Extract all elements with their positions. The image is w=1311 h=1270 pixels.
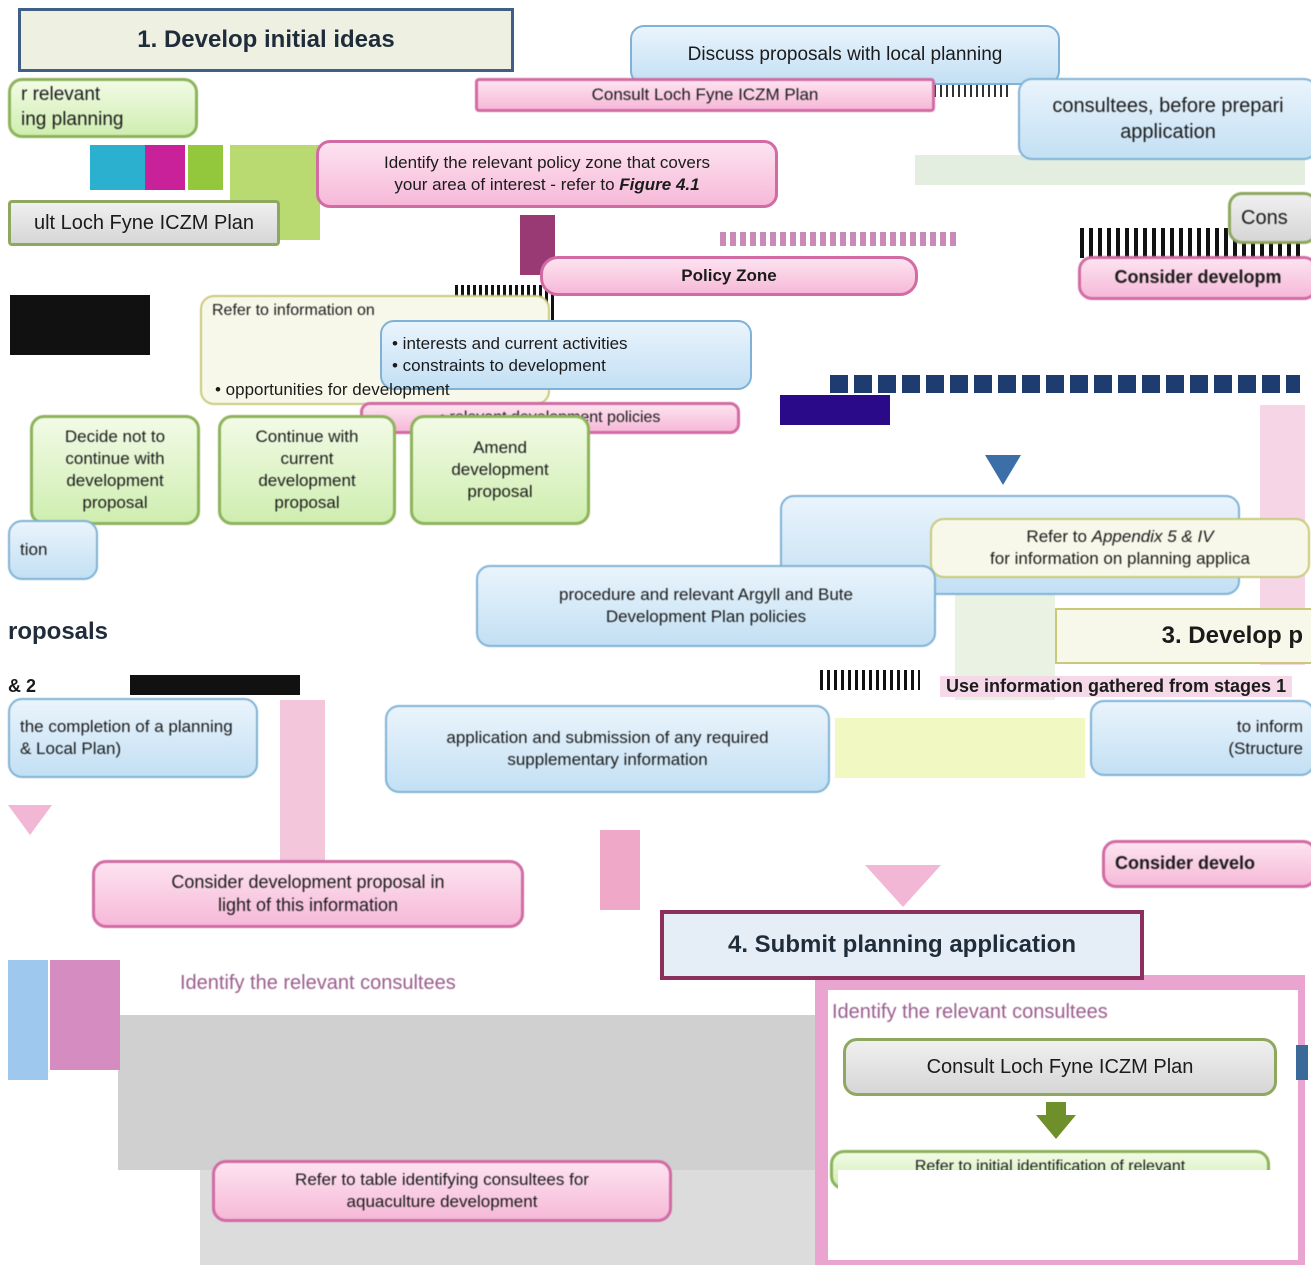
figure-reference: Figure 4.1 (619, 175, 700, 194)
policy-zone-box: Policy Zone (540, 256, 918, 296)
glitch-block (600, 830, 640, 910)
consider-light-line2: light of this information (217, 895, 399, 915)
identify-policy-zone-line1: Identify the relevant policy zone that c… (383, 152, 710, 172)
glitch-block (130, 675, 300, 695)
identify-consultees-header-right: Identify the relevant consultees (832, 1001, 1108, 1023)
stage-1-header: 1. Develop initial ideas (18, 8, 514, 72)
completion-text: the completion of a planning (20, 716, 233, 736)
discuss-proposals-box: Discuss proposals with local planning (630, 25, 1060, 85)
consider-dev-right-text: Consider developm (1114, 267, 1282, 288)
policy-zone-text: Policy Zone (681, 265, 777, 285)
consult-iczm-top-text: Consult Loch Fyne ICZM Plan (591, 84, 819, 104)
stage-2-header-fragment: roposals (8, 618, 109, 645)
consider-dev-bottom-text: Consider develo (1115, 853, 1256, 874)
application-submission-line1: application and submission of any requir… (446, 727, 769, 747)
relevant-fragment-box: r relevant ing planning (8, 78, 198, 138)
bullets-box: • interests and current activities • con… (380, 320, 752, 390)
glitch-stripes (720, 232, 960, 246)
down-arrow-icon (985, 455, 1021, 485)
procedure-line2: Development Plan policies (605, 607, 807, 626)
completion-box: the completion of a planning & Local Pla… (8, 698, 258, 778)
glitch-block (8, 960, 48, 1080)
refer-table-line2: aquaculture development (346, 1192, 538, 1211)
refer-appendix-line1-text: Refer to (1026, 526, 1087, 546)
to-inform-box: to inform (Structure (1090, 700, 1311, 776)
decision-not-continue-box: Decide not to continue with development … (30, 415, 200, 525)
decision-continue-box: Continue with current development propos… (218, 415, 396, 525)
consultees-top-box: consultees, before prepari application (1018, 78, 1311, 160)
down-arrow-icon (8, 805, 52, 835)
consider-light-line1: Consider development proposal in (171, 871, 445, 892)
decision-amend-box: Amend development proposal (410, 415, 590, 525)
stages-12-text: & 2 (8, 676, 37, 696)
refer-appendix-text-box: Refer to Appendix 5 & IV for information… (930, 518, 1310, 578)
structure-text: (Structure (1228, 739, 1303, 758)
bullet-constraints: • constraints to development (392, 356, 606, 375)
consult-iczm-bottom-box: Consult Loch Fyne ICZM Plan (843, 1038, 1277, 1096)
refer-table-box: Refer to table identifying consultees fo… (212, 1160, 672, 1222)
ing-planning-text: ing planning (21, 109, 124, 130)
consult-iczm-left-text: ult Loch Fyne ICZM Plan (33, 212, 255, 234)
to-inform-text: to inform (1236, 716, 1303, 736)
glitch-block (50, 960, 120, 1070)
glitch-block (118, 1015, 828, 1170)
appendix-reference: Appendix 5 & IV (1091, 526, 1214, 546)
glitch-block (835, 718, 1085, 778)
glitch-block (145, 145, 185, 190)
glitch-block (1296, 1045, 1308, 1080)
use-info-text: Use information gathered from stages 1 (940, 676, 1293, 697)
consult-iczm-top-box: Consult Loch Fyne ICZM Plan (475, 78, 935, 112)
cons-right-text: Cons (1241, 207, 1288, 229)
refer-appendix-line1: Refer to Appendix 5 & IV (1026, 526, 1213, 548)
stage-3-header-box: 3. Develop p (1055, 608, 1311, 664)
down-arrow-icon (865, 865, 941, 907)
consult-iczm-left-box: ult Loch Fyne ICZM Plan (8, 200, 280, 246)
glitch-stripes (830, 375, 1300, 393)
identify-consultees-header: Identify the relevant consultees (140, 965, 560, 1001)
tion-fragment-box: tion (8, 520, 98, 580)
application-submission-box: application and submission of any requir… (385, 705, 830, 793)
application-submission-line2: supplementary information (507, 750, 708, 769)
local-plan-text: & Local Plan) (20, 739, 122, 758)
bullet-opportunities: • opportunities for development (215, 380, 450, 399)
decision-continue-text: Continue with current development propos… (255, 426, 359, 513)
identify-policy-zone-line2: your area of interest - refer to Figure … (394, 174, 699, 196)
down-arrow-icon (1036, 1115, 1076, 1139)
stage-4-header: 4. Submit planning application (660, 910, 1144, 980)
relevant-fragment-text: r relevant (21, 84, 101, 106)
glitch-stripes (820, 670, 920, 690)
procedure-box: procedure and relevant Argyll and Bute D… (476, 565, 936, 647)
glitch-block (10, 295, 150, 355)
application-top-text: application (1120, 121, 1216, 143)
refer-info-text: Refer to information on (212, 302, 375, 319)
consider-dev-right-box: Consider developm (1078, 256, 1311, 300)
arrow-shaft (1046, 1102, 1066, 1116)
decision-not-continue-text: Decide not to continue with development … (64, 426, 166, 513)
cons-right-box: Cons (1228, 192, 1311, 244)
glitch-block (188, 145, 223, 190)
glitch-block (838, 1170, 1298, 1260)
glitch-block (915, 155, 1305, 185)
refer-appendix-line2: for information on planning applica (990, 549, 1250, 568)
consider-light-box: Consider development proposal in light o… (92, 860, 524, 928)
tion-fragment-text: tion (20, 539, 48, 559)
refer-table-line1: Refer to table identifying consultees fo… (295, 1169, 589, 1189)
consult-iczm-bottom-text: Consult Loch Fyne ICZM Plan (926, 1056, 1194, 1078)
glitch-block (90, 145, 145, 190)
consider-dev-bottom-box: Consider develo (1102, 840, 1311, 888)
stage-3-header-text: 3. Develop p (1161, 622, 1303, 650)
decision-amend-text: Amend development proposal (451, 437, 549, 502)
bullet-interests: • interests and current activities (392, 333, 628, 353)
glitch-block (280, 700, 325, 870)
procedure-line1: procedure and relevant Argyll and Bute (559, 584, 853, 604)
glitch-block (780, 395, 890, 425)
identify-policy-zone-box: Identify the relevant policy zone that c… (316, 140, 778, 208)
identify-policy-zone-line2-text: your area of interest - refer to (394, 175, 615, 194)
discuss-proposals-text: Discuss proposals with local planning (687, 43, 1003, 65)
consultees-top-text: consultees, before prepari (1052, 95, 1284, 117)
